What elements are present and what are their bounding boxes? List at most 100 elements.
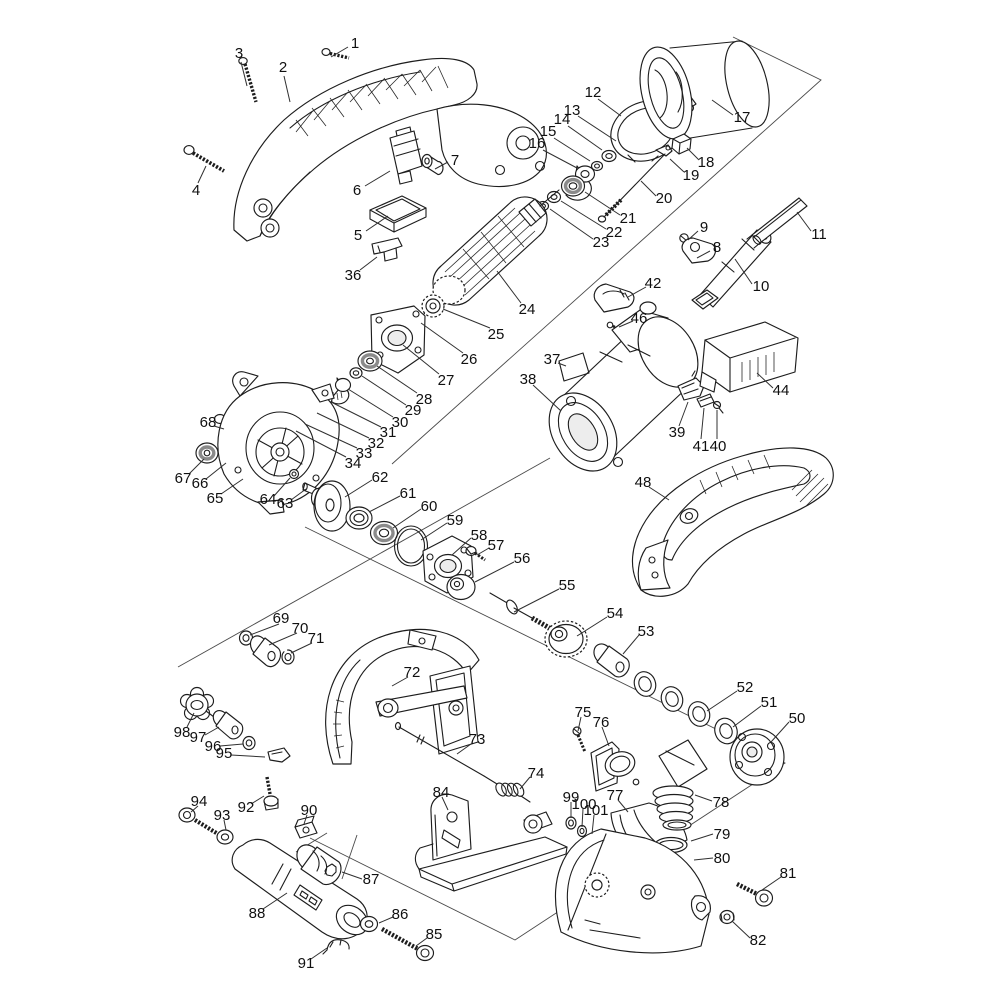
part-2-handle-cover — [233, 57, 547, 242]
part-label-4: 4 — [192, 182, 200, 199]
part-label-30: 30 — [392, 414, 409, 431]
leader-line-2 — [283, 75, 291, 103]
leader-line-37 — [557, 362, 567, 367]
part-label-13: 13 — [564, 102, 581, 119]
part-label-32: 32 — [368, 435, 385, 452]
part-label-65: 65 — [207, 490, 224, 507]
leader-line-75 — [577, 716, 582, 732]
part-label-16: 16 — [529, 135, 546, 152]
leader-line-51 — [732, 705, 762, 728]
leader-line-15 — [553, 137, 591, 162]
part-label-101: 101 — [583, 802, 608, 819]
leader-line-13 — [577, 115, 617, 142]
leader-line-38 — [532, 384, 562, 412]
part-label-10: 10 — [753, 278, 770, 295]
leader-line-8 — [696, 250, 711, 259]
part-48-rear-handle — [631, 447, 834, 597]
part-37-label-sheet — [558, 352, 590, 382]
part-41-carbon-brush — [696, 393, 715, 408]
leader-line-70 — [268, 632, 298, 646]
part-61-bearing — [345, 506, 373, 530]
part-65-gear-housing-cover — [217, 371, 340, 515]
part-label-51: 51 — [761, 694, 778, 711]
part-85-bolt — [380, 927, 435, 962]
part-label-34: 34 — [345, 455, 362, 472]
part-5-lens-plate — [369, 195, 427, 233]
leader-line-91 — [310, 947, 328, 960]
leader-line-22 — [560, 200, 607, 230]
part-30-sleeve — [329, 377, 352, 405]
part-label-70: 70 — [292, 620, 309, 637]
leader-line-4 — [197, 165, 207, 184]
part-label-27: 27 — [438, 372, 455, 389]
part-87-rubber-sleeve — [296, 844, 342, 886]
part-label-52: 52 — [737, 679, 754, 696]
part-19-terminal — [651, 144, 673, 162]
part-label-31: 31 — [380, 424, 397, 441]
leader-line-52 — [706, 690, 738, 712]
leader-line-60 — [392, 508, 422, 529]
leader-line-5 — [365, 215, 389, 232]
leader-line-98 — [186, 712, 195, 728]
part-22-washer — [546, 190, 562, 204]
part-14-lock-washer — [601, 149, 617, 163]
leader-line-100 — [581, 808, 584, 828]
leader-line-61 — [368, 495, 401, 513]
part-label-8: 8 — [713, 239, 721, 256]
part-label-63: 63 — [277, 495, 294, 512]
part-label-82: 82 — [750, 932, 767, 949]
leader-line-53 — [622, 634, 640, 655]
leader-line-33 — [304, 423, 358, 449]
leader-line-62 — [344, 479, 373, 498]
construction-line — [341, 834, 358, 880]
leader-line-67 — [188, 458, 205, 475]
leader-line-31 — [330, 401, 382, 428]
part-label-100: 100 — [571, 796, 596, 813]
part-label-91: 91 — [298, 955, 315, 972]
part-label-92: 92 — [238, 799, 255, 816]
leader-line-76 — [601, 726, 610, 747]
part-label-95: 95 — [216, 745, 233, 762]
part-label-14: 14 — [554, 111, 571, 128]
leader-line-56 — [474, 561, 515, 583]
leader-line-63 — [290, 488, 307, 501]
part-label-2: 2 — [279, 59, 287, 76]
part-71-ring — [281, 649, 295, 665]
part-label-60: 60 — [421, 498, 438, 515]
part-label-62: 62 — [372, 469, 389, 486]
leader-line-88 — [262, 892, 288, 910]
part-label-24: 24 — [519, 301, 536, 318]
part-number-labels: 1234567891011121314151617181920212223242… — [174, 35, 827, 972]
part-67-grommet — [195, 442, 219, 464]
part-60-ball-bearing — [369, 520, 399, 546]
part-62-pulley — [310, 480, 351, 532]
part-label-9: 9 — [700, 219, 708, 236]
leader-line-24 — [496, 270, 522, 304]
part-label-97: 97 — [190, 729, 207, 746]
leader-line-18 — [686, 147, 700, 161]
part-label-36: 36 — [345, 267, 362, 284]
part-8-lock-plate — [681, 237, 717, 264]
part-52-washer — [687, 701, 711, 727]
part-label-96: 96 — [205, 738, 222, 755]
part-27-bearing-retainer — [370, 305, 426, 374]
part-label-68: 68 — [200, 414, 217, 431]
part-label-18: 18 — [698, 154, 715, 171]
part-label-69: 69 — [273, 610, 290, 627]
leader-line-78 — [694, 794, 713, 802]
leader-line-20 — [640, 180, 657, 197]
leader-line-3 — [240, 61, 248, 87]
part-label-56: 56 — [514, 550, 531, 567]
part-74-spring — [495, 782, 531, 803]
leader-line-92 — [250, 795, 265, 805]
part-label-42: 42 — [645, 275, 662, 292]
part-24-armature — [407, 189, 560, 331]
part-label-59: 59 — [447, 512, 464, 529]
part-label-78: 78 — [713, 794, 730, 811]
leader-line-46 — [618, 320, 634, 328]
leader-line-44 — [756, 372, 774, 389]
leader-line-101 — [591, 814, 595, 835]
leader-line-48 — [648, 486, 670, 501]
leader-line-50 — [770, 721, 790, 743]
leader-line-79 — [690, 833, 714, 842]
